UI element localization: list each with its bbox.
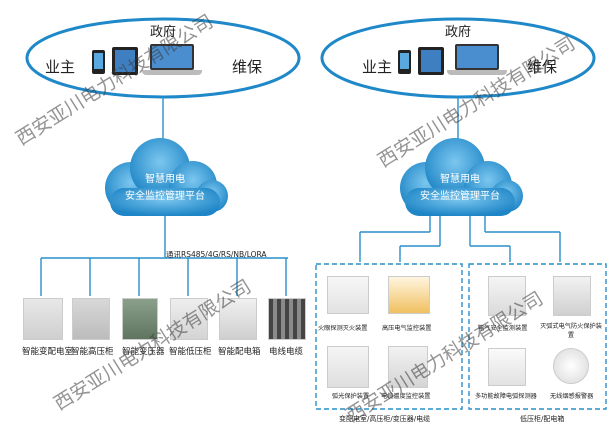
left-cloud-shape <box>105 138 228 216</box>
safety-monitor-icon <box>488 276 526 316</box>
arc-protection-icon <box>327 346 369 388</box>
switchgear-cabinet-icon <box>23 298 63 340</box>
cable-icon <box>268 298 306 340</box>
left-owner-label: 业主 <box>45 58 76 76</box>
right-cloud-title: 智慧用电 <box>440 174 480 185</box>
right-laptop-icon <box>447 44 507 78</box>
group1-label-3: 弧光保护装置 <box>332 393 370 400</box>
left-tablet-icon <box>112 47 138 75</box>
right-cloud-subtitle: 安全监控管理平台 <box>420 191 500 202</box>
fire-detector-icon <box>327 276 369 314</box>
transformer-icon <box>122 298 158 340</box>
smoke-alarm-icon <box>553 348 589 384</box>
right-maintenance-label: 维保 <box>527 58 558 76</box>
device-label-6: 电线电缆 <box>269 347 304 357</box>
distribution-box-icon <box>219 298 257 340</box>
device-label-1: 智能变配电室 <box>22 347 74 357</box>
right-phone-icon <box>398 50 411 74</box>
group2-dashed-frame <box>468 263 607 410</box>
group2-caption: 低压柜/配电箱 <box>520 415 565 423</box>
left-government-label: 政府 <box>150 25 177 40</box>
device-label-5: 智能配电箱 <box>218 347 261 357</box>
cable-temp-monitor-icon <box>388 346 428 388</box>
group1-label-1: 火眼探测灭火装置 <box>318 325 368 332</box>
right-connection-tree <box>359 216 561 262</box>
left-cloud-title: 智慧用电 <box>145 174 185 185</box>
arc-fire-protector-icon <box>553 276 591 316</box>
left-cloud-subtitle: 安全监控管理平台 <box>125 191 205 202</box>
fault-arc-detector-icon <box>488 348 526 386</box>
group2-label-3: 多功能故障电弧探测器 <box>475 393 537 400</box>
hv-cabinet-icon <box>72 298 110 340</box>
device-label-3: 智能变压器 <box>122 347 165 357</box>
comm-protocol-label: 通讯RS485/4G/RS/NB/LORA <box>166 250 267 259</box>
right-owner-label: 业主 <box>362 58 393 76</box>
group2-label-4: 无线烟感报警器 <box>550 393 594 400</box>
group2-label-2: 灭弧式电气防火保护装置 <box>540 323 602 339</box>
right-tablet-icon <box>418 47 444 75</box>
device-label-4: 智能低压柜 <box>169 347 212 357</box>
group2-label-1: 电气安全监测装置 <box>478 325 528 332</box>
group1-dashed-frame <box>315 263 463 410</box>
group1-label-4: 电缆温度监控装置 <box>381 393 431 400</box>
left-laptop-icon <box>142 44 202 78</box>
lv-cabinet-icon <box>170 298 208 340</box>
right-government-label: 政府 <box>445 25 472 40</box>
right-cloud-shape <box>400 138 523 216</box>
hv-monitor-icon <box>388 276 430 314</box>
group1-label-2: 高压电气监控装置 <box>382 325 432 332</box>
device-label-2: 智能高压柜 <box>71 347 114 357</box>
left-maintenance-label: 维保 <box>232 58 263 76</box>
left-phone-icon <box>92 50 105 74</box>
group1-caption: 变配电室/高压柜/变压器/电缆 <box>339 415 431 423</box>
left-connection-tree <box>40 216 288 296</box>
